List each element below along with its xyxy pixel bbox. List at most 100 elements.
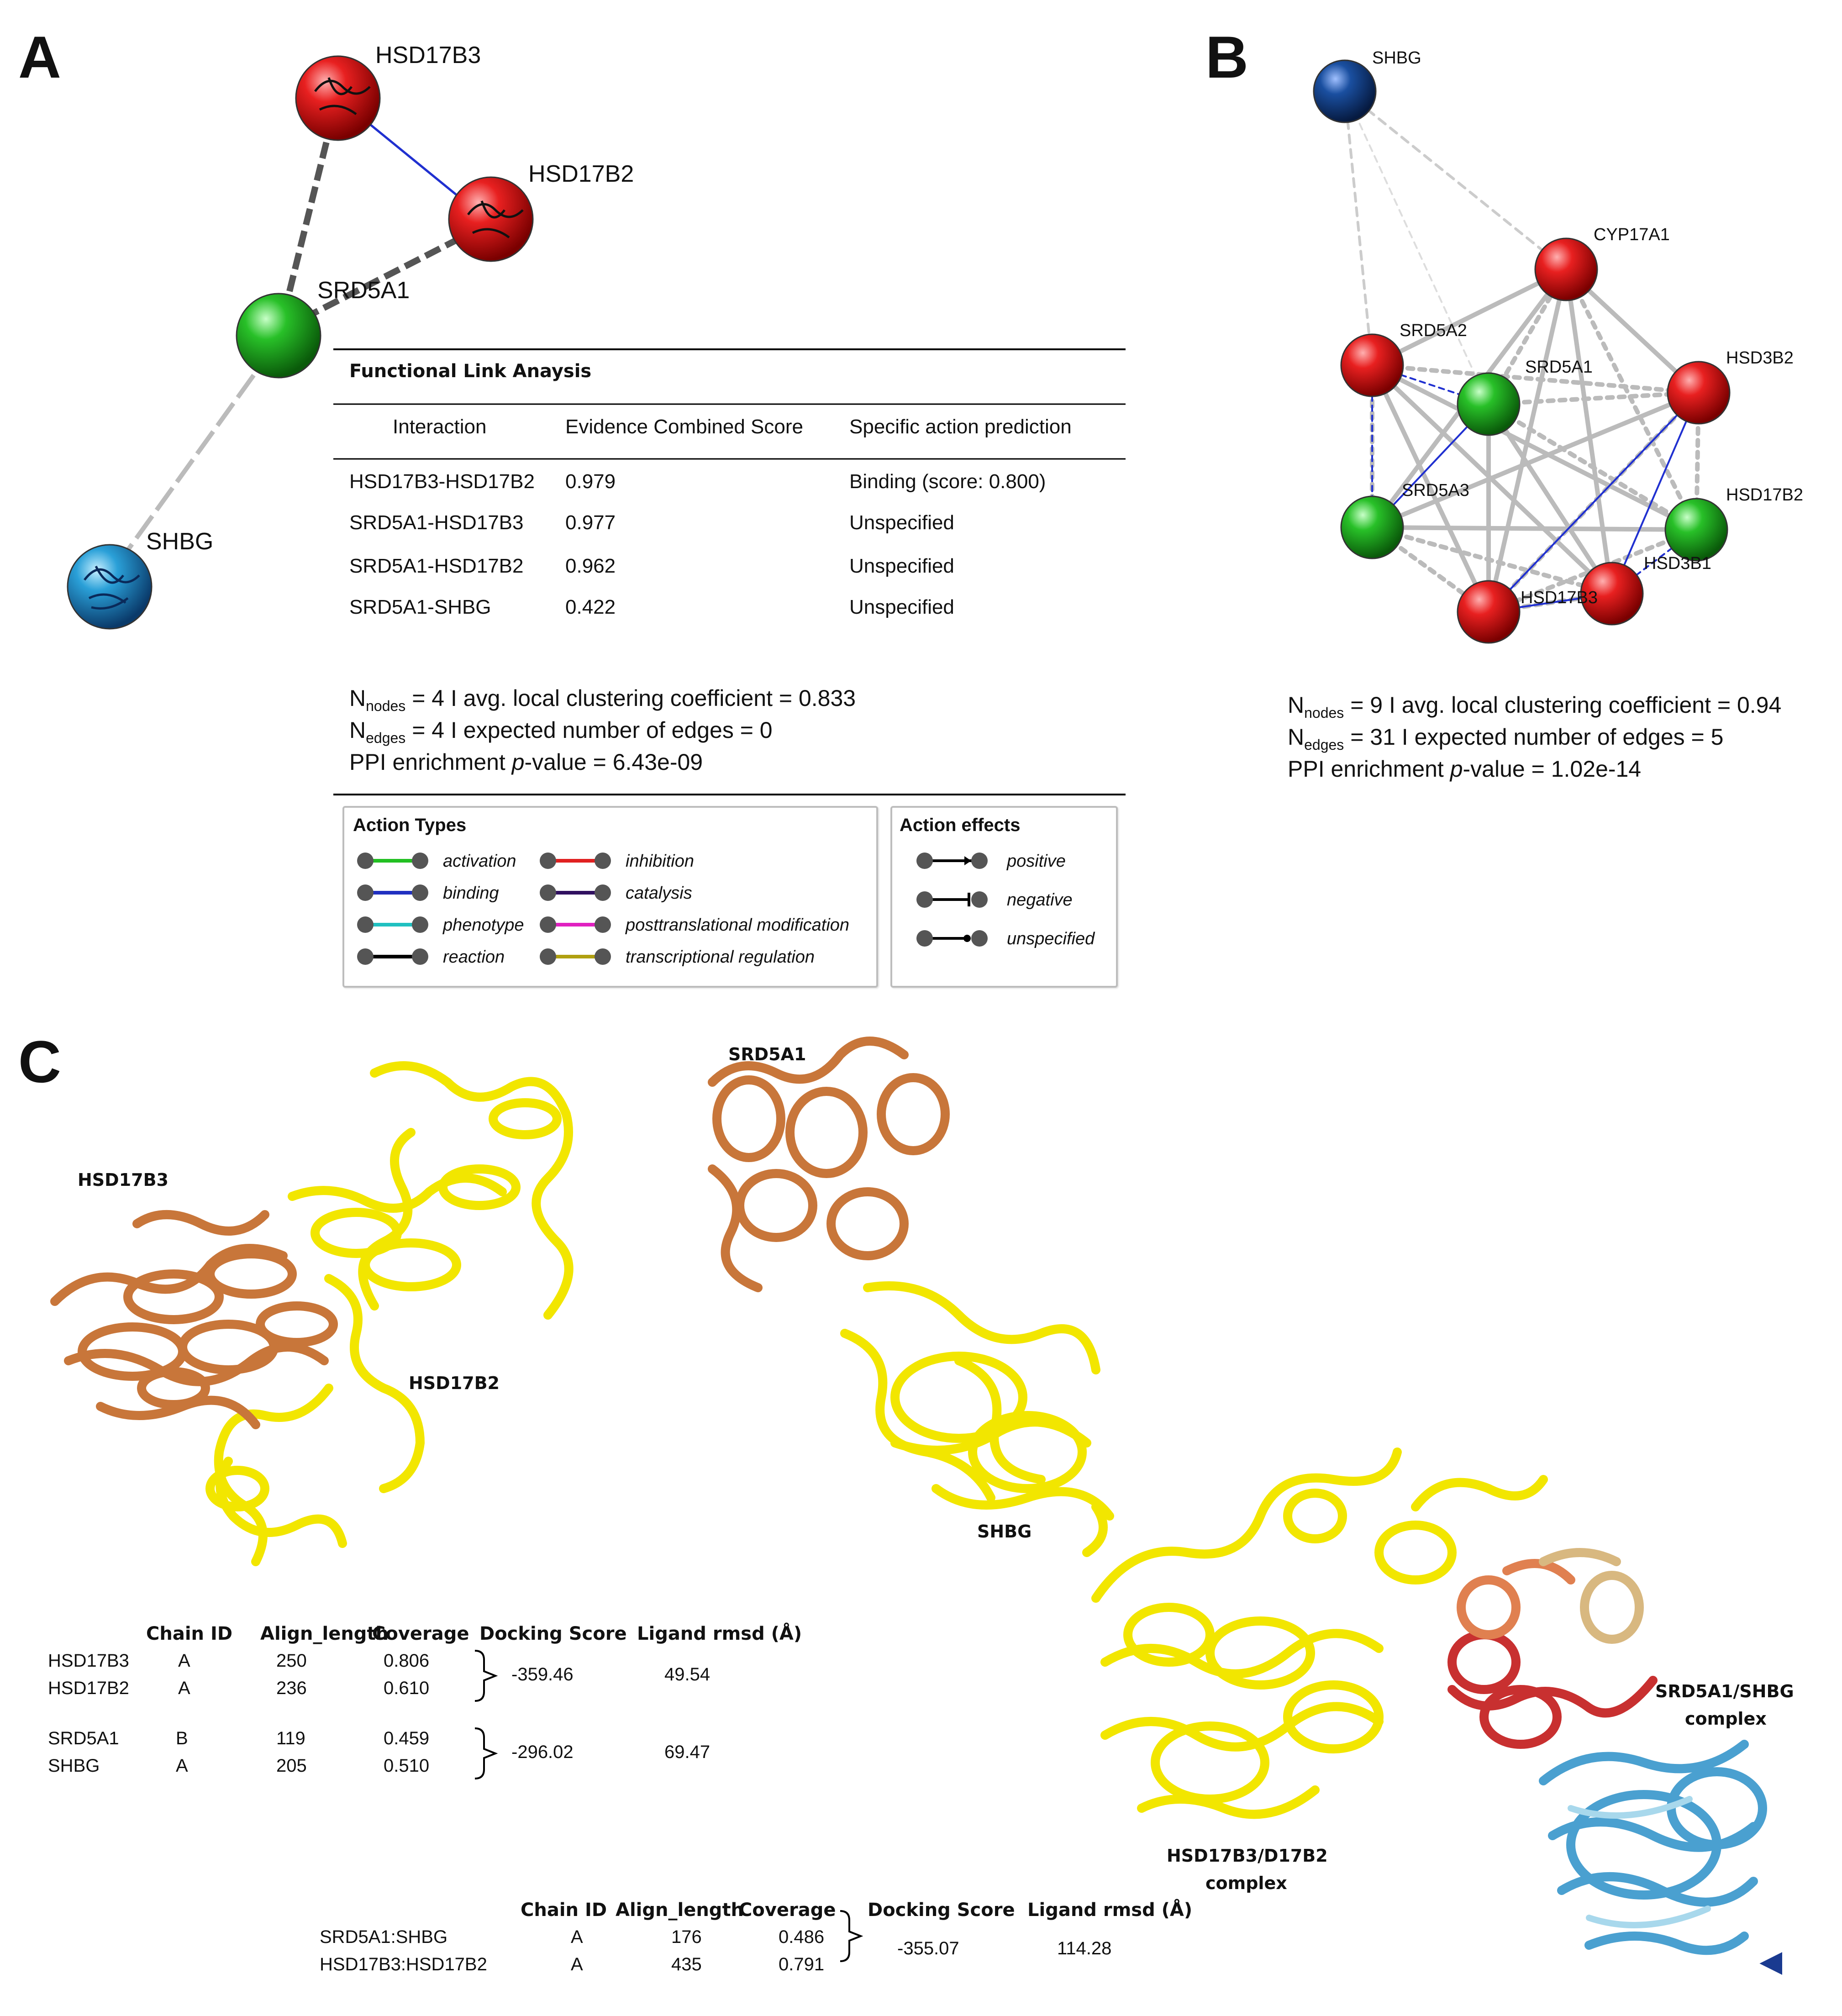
t1-g1-r1-chain: A: [178, 1651, 190, 1671]
node-b-hsd17b3: [1457, 580, 1521, 644]
t1-header-coverage: Coverage: [372, 1623, 469, 1644]
b-label-srd5a1: SRD5A1: [1525, 358, 1593, 377]
structure-hsd17b3-hsd17b2: [50, 1061, 574, 1566]
t1-g1-r1-align: 250: [276, 1651, 307, 1671]
table-header-score: Evidence Combined Score: [565, 416, 803, 438]
b-label-srd5a2: SRD5A2: [1400, 321, 1467, 340]
node-srd5a1[interactable]: [236, 293, 321, 379]
node-hsd17b3[interactable]: [295, 55, 381, 141]
c-label-complex2-line2: complex: [1205, 1873, 1287, 1893]
c-label-srd5a1: SRD5A1: [728, 1044, 806, 1064]
t2-r2-coverage: 0.791: [779, 1954, 825, 1974]
c-label-complex1-line2: complex: [1685, 1709, 1767, 1729]
node-b-hsd3b1: [1580, 562, 1644, 626]
t2-r2-align: 435: [671, 1954, 702, 1974]
t2-header-coverage: Coverage: [739, 1900, 836, 1921]
action-effects-title: Action effects: [900, 815, 1021, 835]
legend-positive: positive: [1007, 852, 1066, 871]
t2-r2-name: HSD17B3:HSD17B2: [320, 1954, 487, 1974]
t2-header-rmsd: Ligand rmsd (Å): [1027, 1900, 1193, 1921]
b-label-hsd3b2: HSD3B2: [1726, 348, 1794, 368]
node-hsd17b2[interactable]: [448, 176, 534, 262]
table-header-interaction: Interaction: [393, 416, 487, 438]
c-label-shbg: SHBG: [977, 1521, 1032, 1542]
legend-ptm: posttranslational modification: [626, 916, 850, 935]
t2-r1-chain: A: [571, 1927, 583, 1947]
node-label-hsd17b3: HSD17B3: [375, 42, 481, 68]
b-label-hsd17b3: HSD17B3: [1521, 588, 1598, 607]
t2-header-align: Align_length: [616, 1900, 744, 1921]
table-title: Functional Link Anaysis: [349, 361, 592, 382]
node-b-cyp17a1: [1534, 237, 1598, 301]
swatch-transcriptional: [540, 948, 611, 965]
c-label-complex2-line1: HSD17B3/D17B2: [1167, 1846, 1328, 1866]
table-row-1-interaction: HSD17B3-HSD17B2: [349, 470, 535, 493]
node-b-srd5a1: [1457, 372, 1521, 436]
node-label-shbg: SHBG: [146, 528, 214, 555]
panel-a-table-rules: [333, 348, 1126, 795]
t1-g2-r1-name: SRD5A1: [48, 1728, 119, 1748]
t2-rmsd: 114.28: [1057, 1938, 1112, 1958]
legend-catalysis: catalysis: [626, 884, 692, 903]
swatch-phenotype: [357, 916, 428, 933]
node-label-hsd17b2: HSD17B2: [528, 161, 634, 187]
table-row-3-score: 0.962: [565, 555, 616, 577]
table-row-3-interaction: SRD5A1-HSD17B2: [349, 555, 524, 577]
node-b-hsd3b2: [1667, 361, 1731, 425]
t1-g2-r1-coverage: 0.459: [384, 1728, 430, 1748]
table-row-4-action: Unspecified: [849, 596, 954, 618]
swatch-catalysis: [540, 884, 611, 901]
panel-a-stat-nodes: Nnodes = 4 I avg. local clustering coeff…: [349, 685, 856, 714]
legend-phenotype: phenotype: [443, 916, 524, 935]
table-row-3-action: Unspecified: [849, 555, 954, 577]
t1-g1-r2-chain: A: [178, 1678, 190, 1698]
legend-reaction: reaction: [443, 947, 505, 967]
swatch-inhibition: [540, 853, 611, 869]
t2-r1-name: SRD5A1:SHBG: [320, 1927, 448, 1947]
table-row-2-score: 0.977: [565, 511, 616, 534]
panel-a-stat-edges: Nedges = 4 I expected number of edges = …: [349, 717, 773, 746]
action-effects-swatches: [916, 853, 988, 947]
action-types-title: Action Types: [353, 815, 467, 835]
t2-r2-chain: A: [571, 1954, 583, 1974]
t1-g2-r1-align: 119: [276, 1728, 305, 1748]
panel-b-network: [1313, 59, 1731, 644]
panel-b-stat-ppi: PPI enrichment p-value = 1.02e-14: [1288, 756, 1642, 782]
t1-g1-docking: -359.46: [511, 1664, 574, 1684]
node-b-shbg: [1313, 59, 1377, 123]
t2-r1-coverage: 0.486: [779, 1927, 825, 1947]
structure-srd5a1-shbg: [708, 1037, 1114, 1557]
structure-combined-complex: [1091, 1448, 1782, 1975]
legend-transcriptional: transcriptional regulation: [626, 947, 815, 967]
t1-header-rmsd: Ligand rmsd (Å): [637, 1623, 802, 1644]
node-shbg[interactable]: [67, 544, 153, 630]
panel-a-stat-ppi: PPI enrichment p-value = 6.43e-09: [349, 749, 703, 775]
b-label-hsd3b1: HSD3B1: [1644, 554, 1711, 573]
table-row-1-action: Binding (score: 0.800): [849, 470, 1046, 493]
effect-unspecified: [916, 930, 988, 947]
t1-g2-r2-name: SHBG: [48, 1756, 100, 1776]
swatch-reaction: [357, 948, 428, 965]
t2-docking: -355.07: [897, 1938, 959, 1958]
node-b-srd5a2: [1340, 333, 1404, 397]
table-row-1-score: 0.979: [565, 470, 616, 493]
node-b-srd5a3: [1340, 495, 1404, 559]
table-header-action: Specific action prediction: [849, 416, 1072, 438]
t1-g2-rmsd: 69.47: [664, 1742, 710, 1762]
t1-g1-r1-name: HSD17B3: [48, 1651, 129, 1671]
t1-g1-r1-coverage: 0.806: [384, 1651, 430, 1671]
legend-unspecified: unspecified: [1007, 929, 1095, 948]
t1-g2-docking: -296.02: [511, 1742, 574, 1762]
t1-header-docking: Docking Score: [479, 1623, 627, 1644]
b-label-srd5a3: SRD5A3: [1402, 481, 1469, 500]
c-label-hsd17b3: HSD17B3: [78, 1170, 168, 1190]
edge-srd5a1-shbg: [107, 346, 276, 577]
edge-srd5a1-hsd17b2: [281, 225, 481, 332]
swatch-binding: [357, 884, 428, 901]
swatch-activation: [357, 853, 428, 869]
legend-inhibition: inhibition: [626, 852, 694, 871]
effect-positive: [916, 853, 988, 869]
t2-header-docking: Docking Score: [868, 1900, 1015, 1921]
t1-g2-r2-coverage: 0.510: [384, 1756, 430, 1776]
